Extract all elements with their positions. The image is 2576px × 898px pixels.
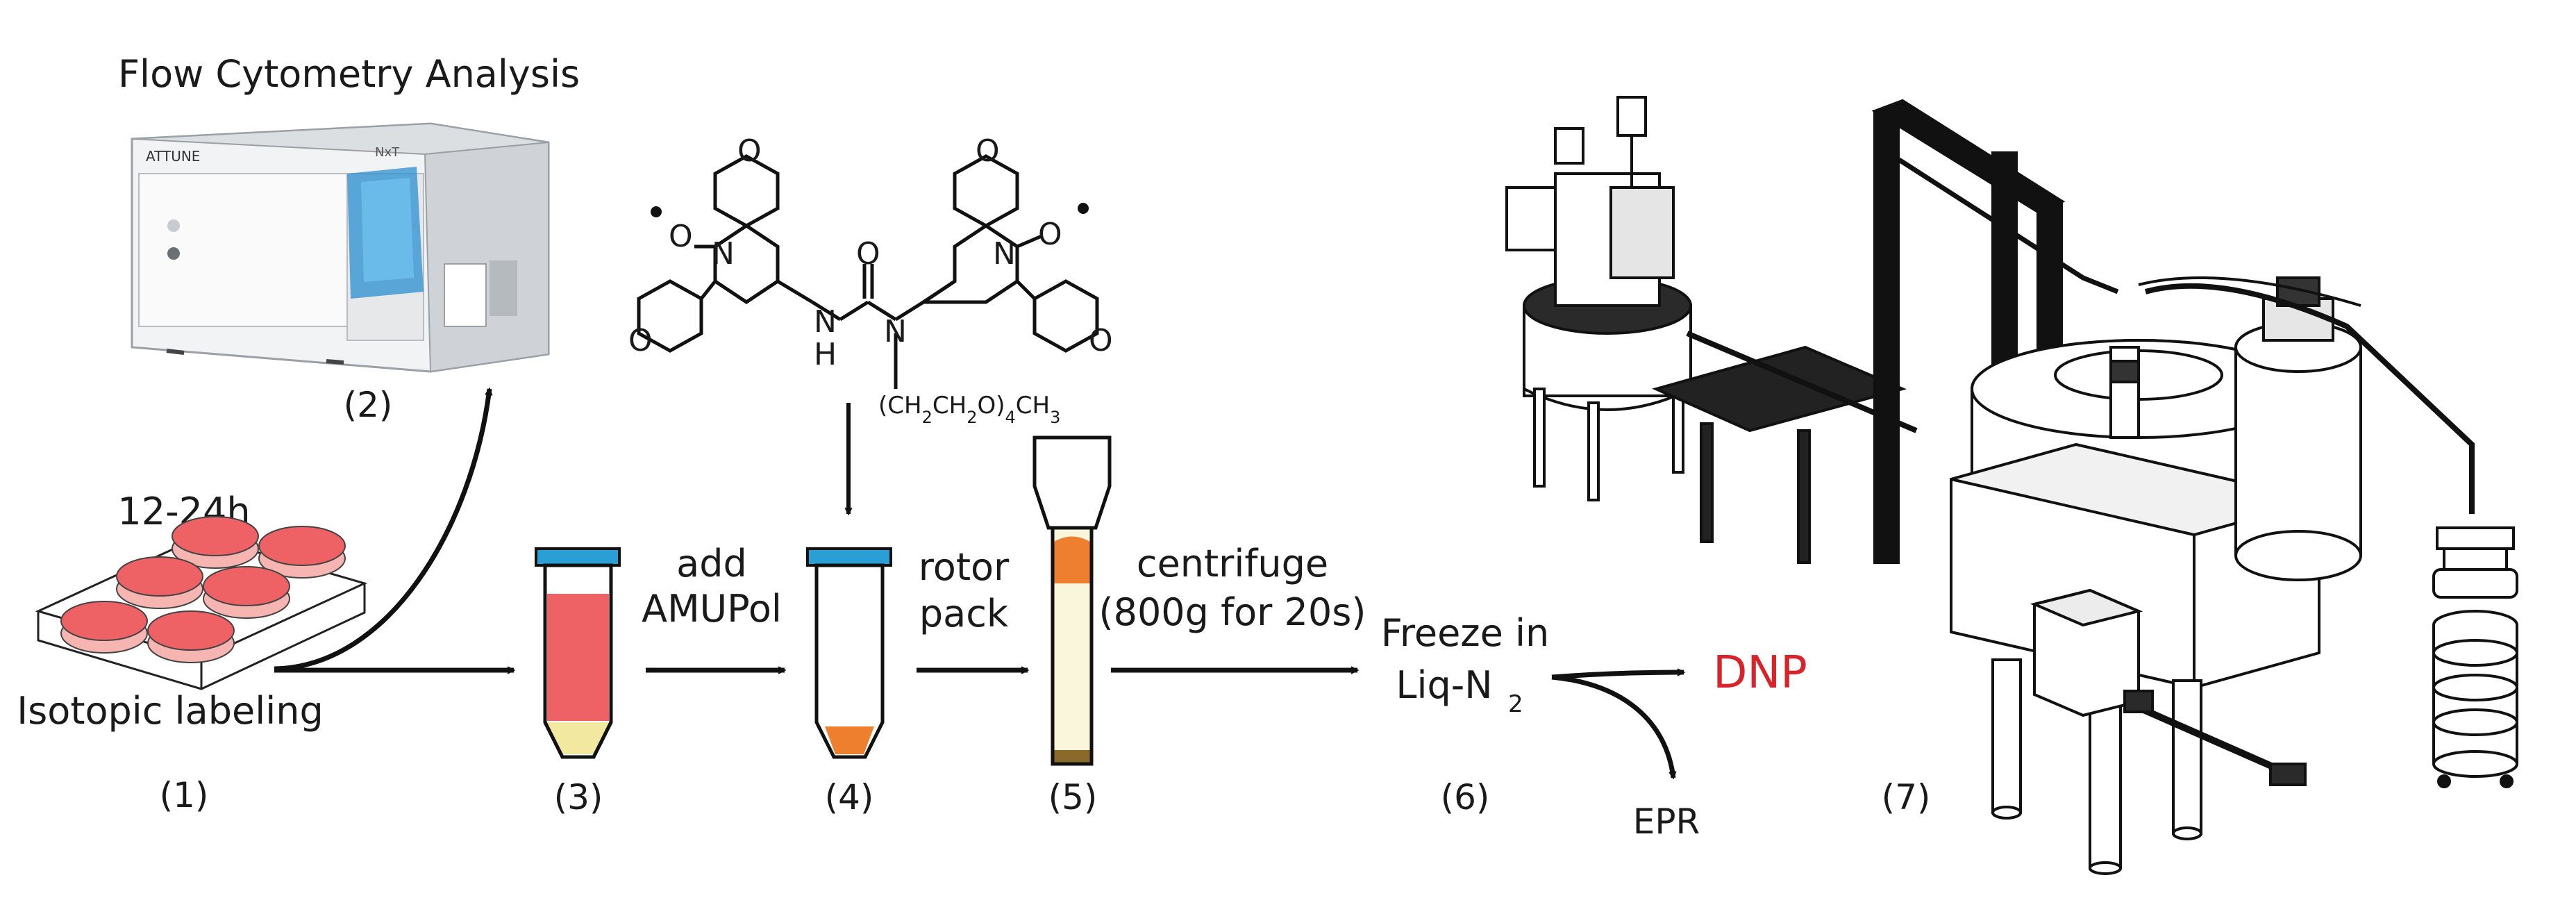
step-label-7: (7) <box>1882 777 1931 817</box>
amupol-atoms: O N O O O N H N O N O O (CH2CH2O)4CH3 <box>628 133 1113 427</box>
atom-o-ring-2: O <box>628 323 653 358</box>
amupol-structure <box>637 154 1099 389</box>
rotor-label: rotor <box>919 545 1010 589</box>
flow-cytometry-title: Flow Cytometry Analysis <box>118 52 580 96</box>
flow-cytometer-instrument: Flow Cytometry Analysis ATTUNE NxT <box>118 52 580 373</box>
atom-o-ring-4: O <box>1089 323 1113 358</box>
atom-o-ring-1: O <box>737 133 762 169</box>
instrument-brand-text: ATTUNE <box>146 148 200 165</box>
atom-n-left: N <box>712 236 735 272</box>
arrow-to-dnp <box>1551 672 1684 680</box>
freeze-subscript: 2 <box>1508 690 1523 718</box>
step-label-5: (5) <box>1048 777 1098 817</box>
freeze-line1: Freeze in <box>1381 611 1550 655</box>
centrifuge-conditions-label: (800g for 20s) <box>1099 590 1366 634</box>
step-label-4: (4) <box>825 777 874 817</box>
add-label: add <box>676 542 747 585</box>
isotopic-labeling-label: Isotopic labeling <box>17 689 324 733</box>
atom-o-urea: O <box>856 236 880 272</box>
cell-culture-plate: 12-24h Isotopic labeling <box>17 490 368 733</box>
atom-n-alkyl: N <box>884 314 907 349</box>
peg-chain-label: (CH2CH2O)4CH3 <box>878 392 1060 427</box>
atom-o-ring-3: O <box>976 133 1000 169</box>
atom-n-right: N <box>993 236 1016 272</box>
step-label-2: (2) <box>344 385 393 425</box>
amupol-label: AMUPol <box>642 587 782 631</box>
centrifuge-label: centrifuge <box>1137 542 1328 585</box>
atom-o-radical-left: O <box>669 219 693 254</box>
dnp-nmr-spectrometer <box>1505 96 2518 875</box>
freeze-line2: Liq-N <box>1396 663 1492 707</box>
pack-label: pack <box>919 592 1009 635</box>
arrow-to-epr <box>1551 674 1673 778</box>
tube-cell-pellet <box>806 547 892 759</box>
arrow-to-flow-cytometer <box>274 389 490 672</box>
tube-cell-suspension <box>535 547 621 759</box>
epr-label: EPR <box>1633 801 1700 842</box>
instrument-model-text: NxT <box>375 145 400 160</box>
atom-o-radical-right: O <box>1038 217 1062 252</box>
step-label-6: (6) <box>1441 777 1490 817</box>
dnp-label: DNP <box>1713 647 1807 699</box>
atom-nh-n: N <box>814 304 837 340</box>
step-label-3: (3) <box>554 777 603 817</box>
rotor-packed <box>1032 435 1112 766</box>
atom-nh-h: H <box>814 337 837 372</box>
step-label-1: (1) <box>160 775 209 815</box>
